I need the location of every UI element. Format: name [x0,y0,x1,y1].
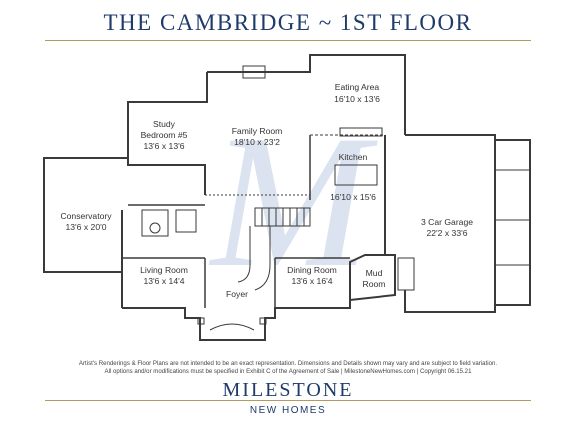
study-dim: 13'6 x 13'6 [143,141,184,151]
fixtures [141,65,530,331]
garage-dim: 22'2 x 33'6 [426,228,467,238]
brand-name: MILESTONE [222,379,354,401]
kitchen-dim: 16'10 x 15'6 [330,192,376,202]
living-room-name: Living Room [140,265,188,275]
conservatory-name: Conservatory [60,211,112,221]
room-labels: Eating Area 16'10 x 13'6 Study Bedroom #… [60,82,473,299]
conservatory-dim: 13'6 x 20'0 [65,222,106,232]
study-name2: Bedroom #5 [141,130,188,140]
bottom-divider [45,400,531,401]
family-room-name: Family Room [232,126,283,136]
study-name1: Study [153,119,176,129]
page-title: THE CAMBRIDGE ~ 1ST FLOOR [103,10,473,35]
walls [43,54,531,341]
dining-room-dim: 13'6 x 16'4 [291,276,332,286]
floor-plan: M [43,54,531,341]
dining-room-name: Dining Room [287,265,337,275]
eating-area-name: Eating Area [335,82,380,92]
foyer-name: Foyer [226,289,248,299]
disclaimer-line1: Artist's Renderings & Floor Plans are no… [78,360,498,367]
mud-room-name1: Mud [366,268,383,278]
family-room-dim: 18'10 x 23'2 [234,137,280,147]
top-divider [45,40,531,41]
eating-area-dim: 16'10 x 13'6 [334,94,380,104]
brand-subtitle: NEW HOMES [249,405,327,416]
mud-room-name2: Room [363,279,386,289]
kitchen-name: Kitchen [339,152,368,162]
disclaimer-line2: All options and/or modifications must be… [104,368,472,375]
garage-name: 3 Car Garage [421,217,473,227]
living-room-dim: 13'6 x 14'4 [143,276,184,286]
disclaimer: Artist's Renderings & Floor Plans are no… [20,360,556,376]
